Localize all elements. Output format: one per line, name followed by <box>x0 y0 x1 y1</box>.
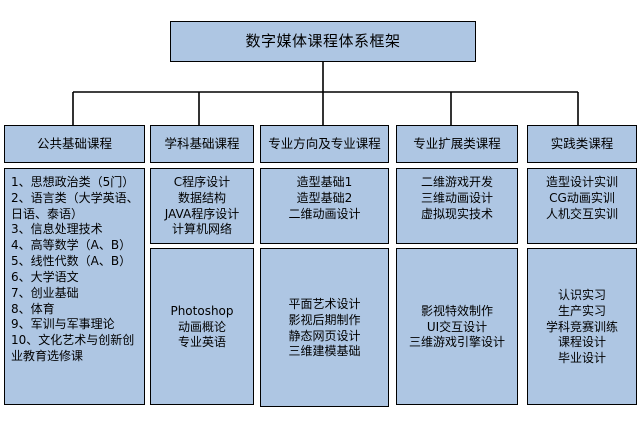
course-list-discipline-basic-primary: C程序设计 数据结构 JAVA程序设计 计算机网络 <box>150 168 254 244</box>
root-node-title: 数字媒体课程体系框架 <box>170 21 476 62</box>
course-list-practice-primary: 造型设计实训 CG动画实训 人机交互实训 <box>527 168 637 244</box>
category-header-major-extension: 专业扩展类课程 <box>396 125 518 163</box>
course-list-discipline-basic-secondary: Photoshop 动画概论 专业英语 <box>150 248 254 405</box>
course-list-public-basic: 1、思想政治类（5门） 2、语言类（大学英语、日语、泰语） 3、信息处理技术 4… <box>4 168 145 405</box>
category-header-discipline-basic: 学科基础课程 <box>150 125 254 163</box>
course-list-major-direction-primary: 造型基础1 造型基础2 二维动画设计 <box>260 168 389 244</box>
course-list-practice-secondary: 认识实习 生产实习 学科竞赛训练 课程设计 毕业设计 <box>527 248 637 405</box>
course-list-major-extension-primary: 二维游戏开发 三维动画设计 虚拟现实技术 <box>396 168 518 244</box>
course-list-major-direction-secondary: 平面艺术设计 影视后期制作 静态网页设计 三维建模基础 <box>260 248 389 407</box>
category-header-major-direction: 专业方向及专业课程 <box>260 125 389 163</box>
category-header-practice: 实践类课程 <box>527 125 637 163</box>
course-list-major-extension-secondary: 影视特效制作 UI交互设计 三维游戏引擎设计 <box>396 248 518 405</box>
category-header-public-basic: 公共基础课程 <box>4 125 145 163</box>
